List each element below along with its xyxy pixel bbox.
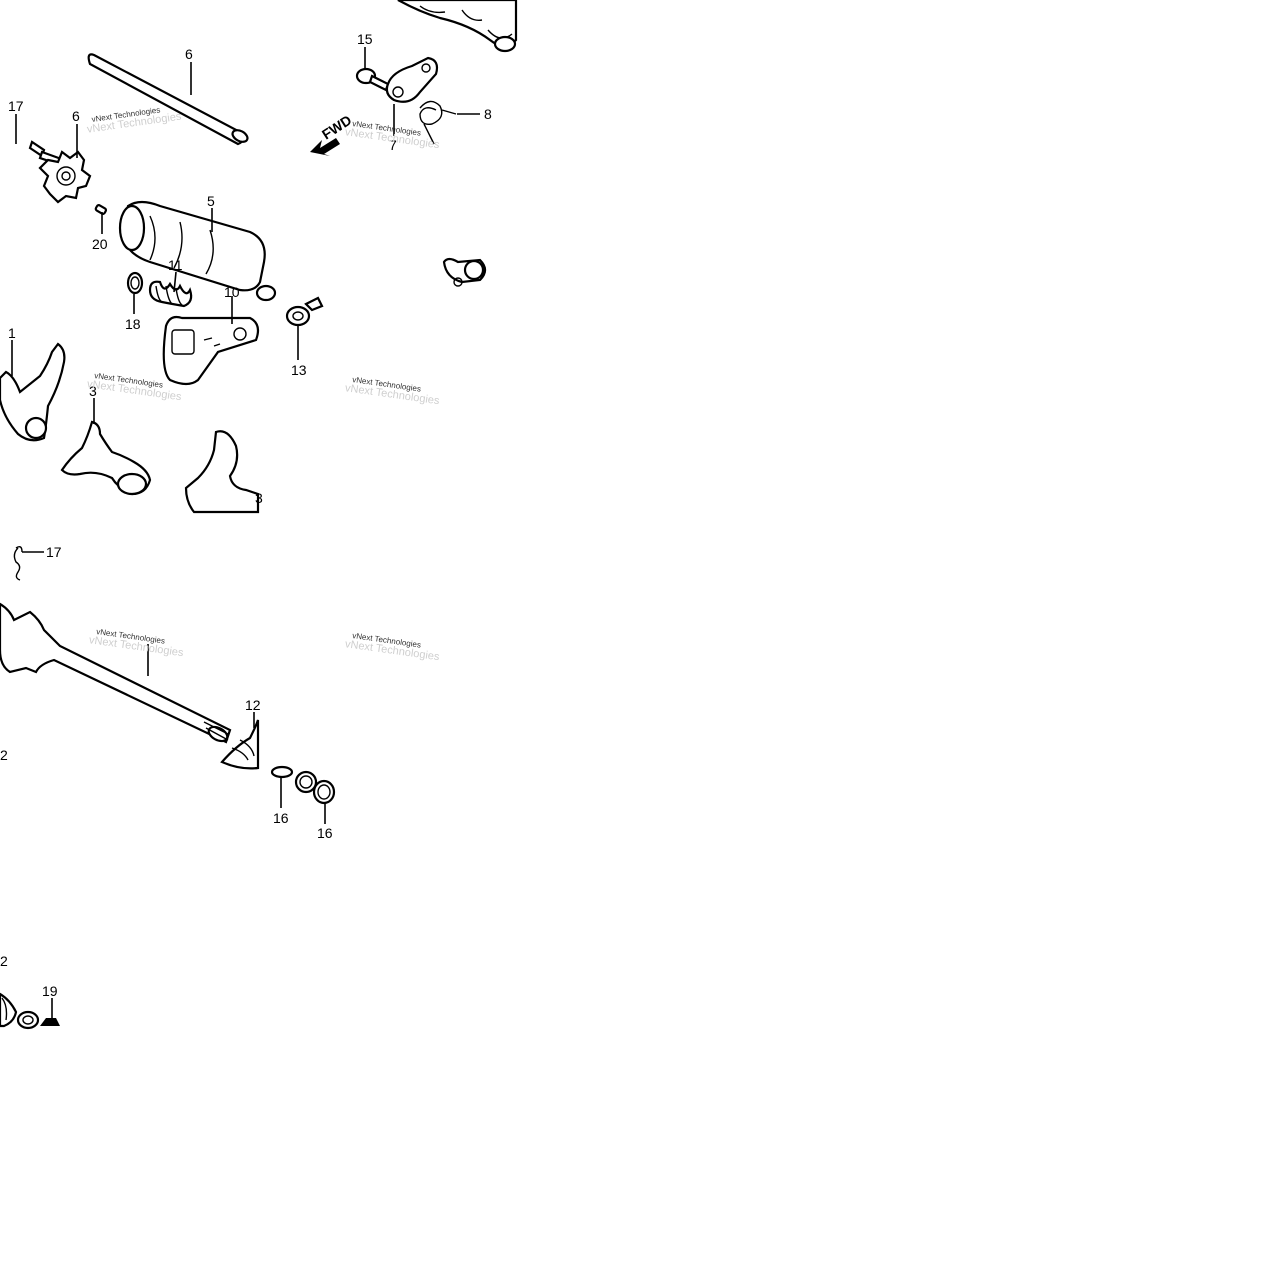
leader-lines	[11, 47, 480, 1018]
part-2-shift-spindle	[0, 602, 232, 744]
callout-15b: 16	[317, 825, 333, 841]
part-4-shaft	[87, 53, 249, 146]
part-7-stopper-arm	[385, 56, 439, 103]
callout-13: 13	[291, 362, 307, 378]
part-1-shift-fork	[0, 342, 66, 442]
part-6-star-plate	[38, 150, 92, 204]
callout-partial-2a: 2	[0, 747, 8, 763]
part-11-spring	[148, 280, 193, 308]
callout-1: 1	[8, 325, 16, 341]
callout-4: 6	[185, 46, 193, 62]
fork-partial-right	[184, 430, 260, 514]
part-19-nut	[40, 1018, 60, 1026]
part-12-spring	[220, 719, 260, 770]
callout-19: 19	[42, 983, 58, 999]
part-10-plate	[162, 315, 260, 386]
part-15-washers	[270, 765, 336, 805]
part-17-clip	[13, 545, 23, 581]
callout-6: 6	[72, 108, 80, 124]
callout-3: 3	[89, 383, 97, 399]
callout-7: 7	[389, 137, 397, 153]
callout-partial-3: 3	[255, 490, 263, 506]
callout-partial-2b: 2	[0, 953, 8, 969]
callout-17: 17	[46, 544, 62, 560]
callout-20: 20	[92, 236, 108, 252]
part-20-dowel	[94, 204, 108, 215]
part-18-ring	[126, 271, 144, 295]
callout-14: 15	[357, 31, 373, 47]
part-5-shift-drum	[118, 200, 277, 302]
part-13-retainer	[285, 296, 324, 327]
callout-10: 10	[224, 284, 240, 300]
callout-8: 8	[484, 106, 492, 122]
part-14-bolt	[355, 67, 390, 92]
callout-16: 17	[8, 98, 24, 114]
callout-12: 12	[245, 697, 261, 713]
drum-fragment-top	[397, 0, 518, 53]
callout-5: 5	[207, 193, 215, 209]
watermarks: vNext Technologies vNext Technologies vN…	[86, 105, 440, 663]
part-3-shift-fork	[60, 420, 152, 496]
bottom-left-spring	[0, 992, 40, 1030]
callout-11: 11	[168, 257, 183, 273]
callout-15a: 16	[273, 810, 289, 826]
part-8-spring	[419, 100, 457, 145]
callout-numbers: 6 17 6 15 7 8 5 20 11 18 10 13 1 3 3 17 …	[0, 31, 492, 999]
callout-18: 18	[125, 316, 141, 332]
fragment-right-middle	[442, 257, 487, 287]
